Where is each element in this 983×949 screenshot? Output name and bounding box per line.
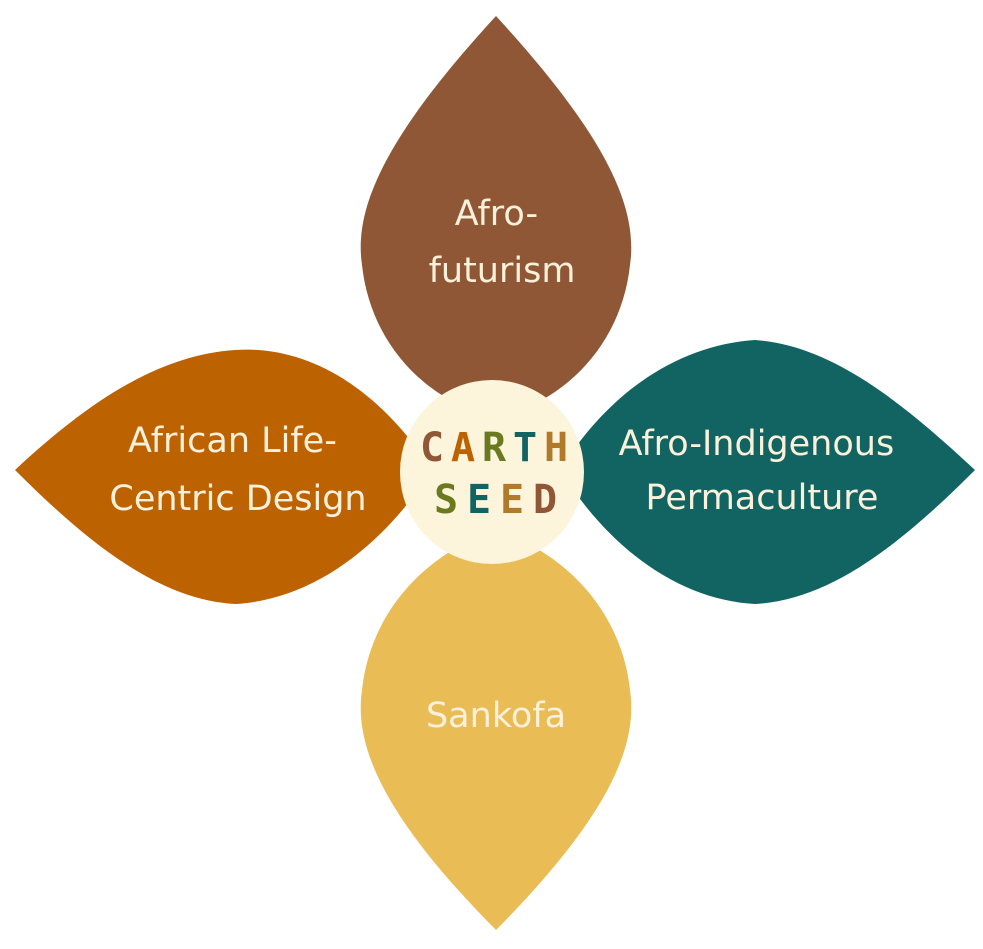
- petal-label-line: futurism: [429, 251, 576, 291]
- petal-label-line: Centric Design: [109, 479, 366, 519]
- petal-afro-indigenous-permaculture: [560, 340, 975, 604]
- logo-letter: E: [500, 477, 524, 523]
- logo-letter: H: [544, 425, 568, 471]
- logo-letter: S: [434, 477, 458, 523]
- logo-letter: E: [467, 477, 491, 523]
- petal-afrofuturism: [360, 16, 632, 418]
- petal-label-line: Afro-: [455, 194, 538, 234]
- petal-label-left: African Life- Centric Design: [109, 421, 366, 519]
- logo-letter: D: [533, 477, 557, 523]
- petal-african-life-centric-design: [15, 349, 432, 604]
- petal-label-line: Sankofa: [426, 696, 566, 736]
- logo-letter: T: [513, 425, 537, 471]
- petal-label-right: Afro-Indigenous Permaculture: [619, 424, 906, 518]
- logo-letter: R: [482, 425, 507, 471]
- logo-letter: C: [420, 425, 444, 471]
- petal-sankofa: [360, 530, 632, 930]
- petal-label-line: African Life-: [128, 421, 337, 461]
- logo-letter: A: [451, 425, 475, 471]
- petal-label-line: Permaculture: [646, 478, 879, 518]
- petal-label-line: Afro-Indigenous: [619, 424, 895, 464]
- center-circle: [400, 380, 584, 564]
- petal-label-top: Afro- futurism: [429, 194, 576, 291]
- petal-label-bottom: Sankofa: [426, 696, 566, 736]
